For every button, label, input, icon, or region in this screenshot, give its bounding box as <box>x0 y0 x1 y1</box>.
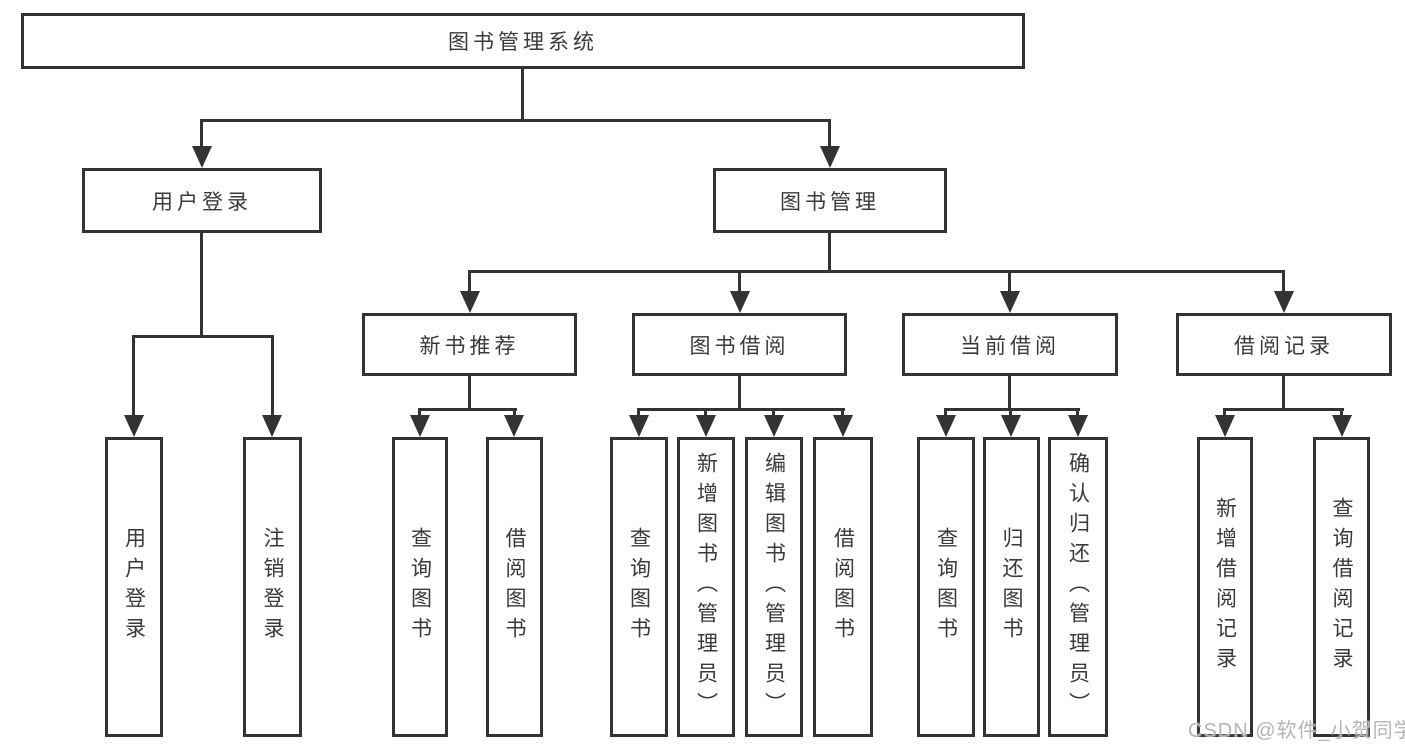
connector-book-borrow-hbar <box>637 408 845 411</box>
arrow-down-icon <box>764 415 784 437</box>
arrow-down-icon <box>730 291 750 313</box>
connector-user-login-hbar <box>132 335 274 338</box>
leaf-query-books-borrow-label: 查询图书 <box>627 527 651 647</box>
node-book-management-label: 图书管理 <box>780 190 880 214</box>
leaf-borrow-books-label: 借阅图书 <box>831 527 855 647</box>
node-user-login: 用户登录 <box>82 168 322 233</box>
arrow-down-icon <box>262 415 282 437</box>
leaf-confirm-return-admin-label: 确认归还（管理员） <box>1066 452 1090 722</box>
connector-drop <box>944 408 947 418</box>
node-book-management: 图书管理 <box>713 168 947 233</box>
leaf-add-borrow-record-label: 新增借阅记录 <box>1213 497 1237 677</box>
node-library-system: 图书管理系统 <box>21 13 1025 69</box>
connector-new-book-hbar <box>418 408 517 411</box>
leaf-logout: 注销登录 <box>243 437 302 737</box>
arrow-down-icon <box>629 415 649 437</box>
arrow-down-icon <box>1000 291 1020 313</box>
leaf-borrow-books-recommend-label: 借阅图书 <box>503 527 526 647</box>
connector-drop-book-management <box>828 119 831 149</box>
connector-drop <box>841 408 844 418</box>
leaf-query-books-recommend: 查询图书 <box>392 437 448 737</box>
leaf-add-borrow-record: 新增借阅记录 <box>1197 437 1253 737</box>
arrow-down-icon <box>696 415 716 437</box>
arrow-down-icon <box>936 415 956 437</box>
connector-drop-current-borrow <box>1008 270 1011 294</box>
arrow-down-icon <box>1274 291 1294 313</box>
connector-level1-hbar <box>200 119 830 122</box>
connector-drop <box>637 408 640 418</box>
connector-drop <box>1009 408 1012 418</box>
connector-current-borrow-stem <box>1008 376 1011 411</box>
leaf-edit-book-admin: 编辑图书（管理员） <box>745 437 803 737</box>
connector-drop-borrow-records <box>1282 270 1285 294</box>
leaf-query-books-current-label: 查询图书 <box>934 527 958 647</box>
arrow-down-icon <box>1215 415 1235 437</box>
arrow-down-icon <box>820 146 840 168</box>
leaf-return-book: 归还图书 <box>983 437 1040 737</box>
leaf-user-login: 用户登录 <box>105 437 163 737</box>
connector-drop <box>1076 408 1079 418</box>
connector-drop-leaf-logout <box>271 335 274 417</box>
connector-current-borrow-hbar <box>944 408 1080 411</box>
node-borrow-records-label: 借阅记录 <box>1234 334 1334 358</box>
node-borrow-records: 借阅记录 <box>1176 313 1392 376</box>
arrow-down-icon <box>124 415 144 437</box>
arrow-down-icon <box>1001 415 1021 437</box>
arrow-down-icon <box>1332 415 1352 437</box>
csdn-watermark: CSDN @软件_小贺同学 <box>1188 720 1405 742</box>
leaf-confirm-return-admin: 确认归还（管理员） <box>1048 437 1108 737</box>
node-new-book-recommend-label: 新书推荐 <box>419 334 520 358</box>
arrow-down-icon <box>460 291 480 313</box>
leaf-edit-book-admin-label: 编辑图书（管理员） <box>762 452 786 722</box>
connector-drop <box>1340 408 1343 418</box>
node-library-system-label: 图书管理系统 <box>448 31 598 54</box>
connector-book-management-stem <box>828 233 831 273</box>
connector-drop <box>704 408 707 418</box>
leaf-return-book-label: 归还图书 <box>1000 527 1023 647</box>
node-current-borrow-label: 当前借阅 <box>960 334 1060 358</box>
connector-book-borrow-stem <box>738 376 741 411</box>
leaf-query-books-borrow: 查询图书 <box>610 437 668 737</box>
connector-drop <box>513 408 516 418</box>
connector-drop-new-book <box>468 270 471 294</box>
connector-drop-user-login <box>200 119 203 149</box>
connector-drop <box>772 408 775 418</box>
connector-user-login-stem <box>200 233 203 337</box>
leaf-query-books-current: 查询图书 <box>917 437 975 737</box>
connector-borrow-records-hbar <box>1223 408 1344 411</box>
connector-root-stem <box>521 69 524 121</box>
arrow-down-icon <box>833 415 853 437</box>
connector-borrow-records-stem <box>1282 376 1285 411</box>
connector-drop-book-borrow <box>738 270 741 294</box>
connector-new-book-stem <box>468 376 471 411</box>
leaf-add-book-admin-label: 新增图书（管理员） <box>694 452 718 722</box>
node-current-borrow: 当前借阅 <box>902 313 1118 376</box>
connector-level2-hbar <box>468 270 1285 273</box>
connector-drop <box>1223 408 1226 418</box>
leaf-add-book-admin: 新增图书（管理员） <box>677 437 735 737</box>
node-new-book-recommend: 新书推荐 <box>362 313 577 376</box>
node-book-borrow-label: 图书借阅 <box>689 334 790 358</box>
arrow-down-icon <box>504 415 524 437</box>
leaf-query-books-recommend-label: 查询图书 <box>408 527 432 647</box>
connector-drop-leaf-login <box>132 335 135 417</box>
arrow-down-icon <box>192 146 212 168</box>
node-book-borrow: 图书借阅 <box>632 313 847 376</box>
leaf-user-login-label: 用户登录 <box>122 527 146 647</box>
leaf-query-borrow-record-label: 查询借阅记录 <box>1330 497 1353 677</box>
connector-drop <box>418 408 421 418</box>
leaf-borrow-books: 借阅图书 <box>813 437 873 737</box>
leaf-logout-label: 注销登录 <box>261 527 284 647</box>
node-user-login-label: 用户登录 <box>152 190 252 214</box>
arrow-down-icon <box>1068 415 1088 437</box>
leaf-borrow-books-recommend: 借阅图书 <box>486 437 543 737</box>
arrow-down-icon <box>410 415 430 437</box>
leaf-query-borrow-record: 查询借阅记录 <box>1313 437 1370 737</box>
